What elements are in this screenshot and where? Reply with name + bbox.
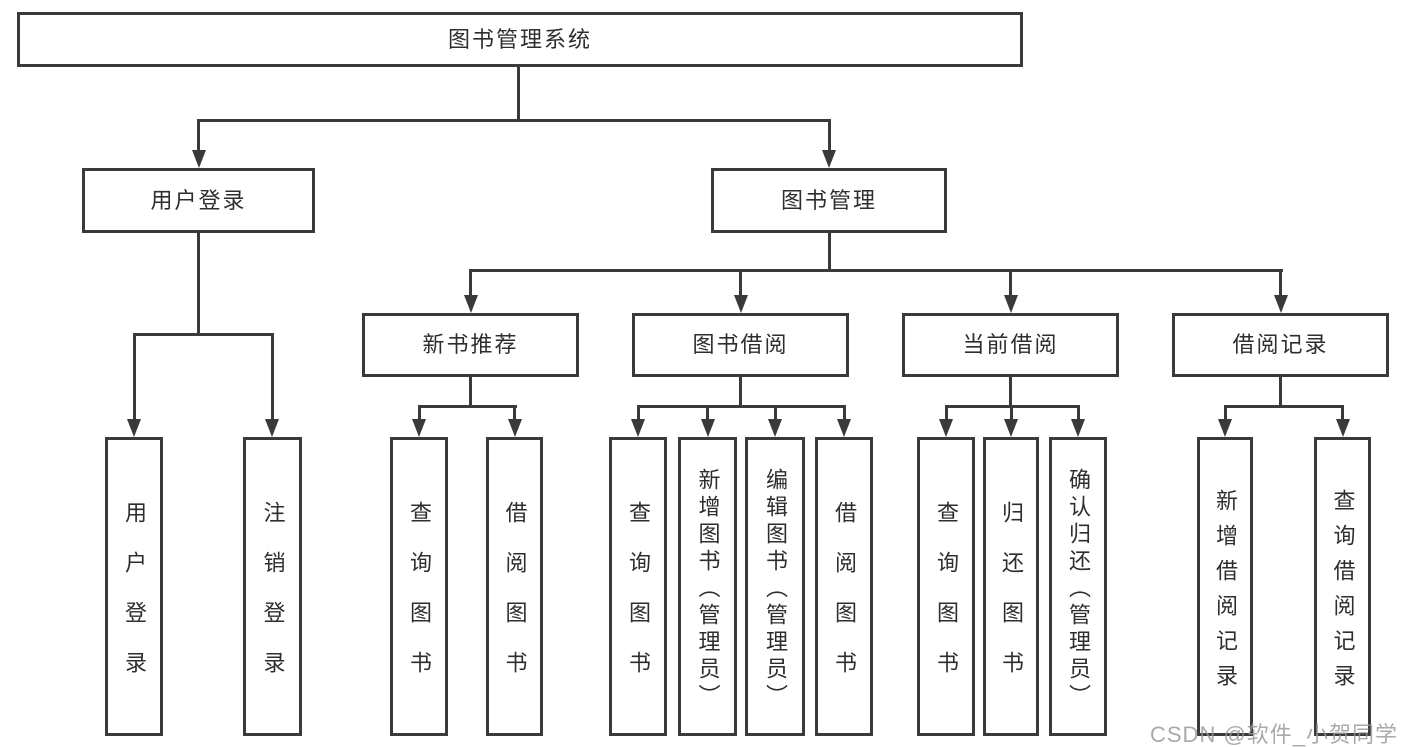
connector-line (828, 119, 831, 154)
connector-line (1224, 405, 1227, 423)
leaf-label: 归还图书 (999, 500, 1024, 701)
arrow-down-icon (1336, 419, 1350, 437)
arrow-down-icon (1274, 295, 1288, 313)
arrow-down-icon (192, 150, 206, 168)
arrow-down-icon (837, 419, 851, 437)
connector-line (418, 405, 421, 423)
leaf-label: 确认归还（管理员） (1066, 468, 1091, 711)
connector-line (706, 405, 709, 423)
leaf-label: 借阅图书 (832, 500, 857, 701)
leaf-query-books-borrowing: 查询图书 (609, 437, 667, 736)
connector-line (197, 119, 831, 122)
arrow-down-icon (1071, 419, 1085, 437)
connector-line (739, 377, 742, 408)
arrow-down-icon (508, 419, 522, 437)
leaf-logout: 注销登录 (243, 437, 302, 736)
arrow-down-icon (464, 295, 478, 313)
connector-line (517, 67, 520, 122)
leaf-query-borrow-record: 查询借阅记录 (1314, 437, 1371, 736)
connector-line (1010, 405, 1013, 423)
leaf-user-login: 用户登录 (105, 437, 163, 736)
connector-line (133, 333, 274, 336)
arrow-down-icon (701, 419, 715, 437)
arrow-down-icon (412, 419, 426, 437)
connector-line (1009, 269, 1012, 299)
leaf-label: 查询图书 (934, 500, 959, 701)
node-user-login: 用户登录 (82, 168, 315, 233)
connector-line (843, 405, 846, 423)
leaf-label: 查询图书 (626, 500, 651, 701)
connector-line (133, 333, 136, 423)
node-book-management: 图书管理 (711, 168, 947, 233)
node-new-book-recommend: 新书推荐 (362, 313, 579, 377)
connector-line (418, 405, 517, 408)
connector-line (1279, 377, 1282, 408)
leaf-label: 编辑图书（管理员） (763, 468, 788, 711)
arrow-down-icon (127, 419, 141, 437)
connector-line (945, 405, 948, 423)
leaf-label: 新增图书（管理员） (695, 468, 721, 711)
csdn-watermark: CSDN @软件_小贺同学 (1150, 722, 1399, 747)
connector-line (1009, 377, 1012, 408)
connector-line (197, 119, 200, 154)
leaf-query-books-current: 查询图书 (917, 437, 975, 736)
arrow-down-icon (768, 419, 782, 437)
connector-line (828, 233, 831, 272)
connector-line (637, 405, 846, 408)
node-library-system: 图书管理系统 (17, 12, 1023, 67)
connector-line (1077, 405, 1080, 423)
arrow-down-icon (734, 295, 748, 313)
leaf-confirm-return-admin: 确认归还（管理员） (1049, 437, 1107, 736)
leaf-label: 查询图书 (407, 500, 432, 701)
leaf-label: 借阅图书 (502, 500, 528, 701)
connector-line (469, 269, 1283, 272)
arrow-down-icon (822, 150, 836, 168)
arrow-down-icon (1004, 295, 1018, 313)
arrow-down-icon (1004, 419, 1018, 437)
connector-line (774, 405, 777, 423)
connector-line (637, 405, 640, 423)
node-book-borrowing: 图书借阅 (632, 313, 849, 377)
connector-line (1224, 405, 1344, 408)
arrow-down-icon (939, 419, 953, 437)
connector-line (469, 377, 472, 408)
leaf-label: 新增借阅记录 (1213, 488, 1238, 699)
connector-line (1341, 405, 1344, 423)
connector-line (469, 269, 472, 299)
connector-line (1279, 269, 1282, 299)
leaf-label: 查询借阅记录 (1330, 488, 1356, 699)
leaf-borrow-books-recommend: 借阅图书 (486, 437, 543, 736)
leaf-edit-books-admin: 编辑图书（管理员） (745, 437, 805, 736)
node-current-borrowing: 当前借阅 (902, 313, 1119, 377)
connector-line (739, 269, 742, 299)
leaf-borrow-books: 借阅图书 (815, 437, 873, 736)
arrow-down-icon (631, 419, 645, 437)
leaf-return-books: 归还图书 (983, 437, 1039, 736)
connector-line (513, 405, 516, 423)
arrow-down-icon (265, 419, 279, 437)
leaf-label: 注销登录 (260, 500, 286, 701)
leaf-query-books-recommend: 查询图书 (390, 437, 448, 736)
leaf-label: 用户登录 (122, 500, 147, 701)
connector-line (271, 333, 274, 423)
connector-line (197, 233, 200, 336)
node-borrow-records: 借阅记录 (1172, 313, 1389, 377)
leaf-add-books-admin: 新增图书（管理员） (678, 437, 737, 736)
leaf-add-borrow-record: 新增借阅记录 (1197, 437, 1253, 736)
arrow-down-icon (1218, 419, 1232, 437)
